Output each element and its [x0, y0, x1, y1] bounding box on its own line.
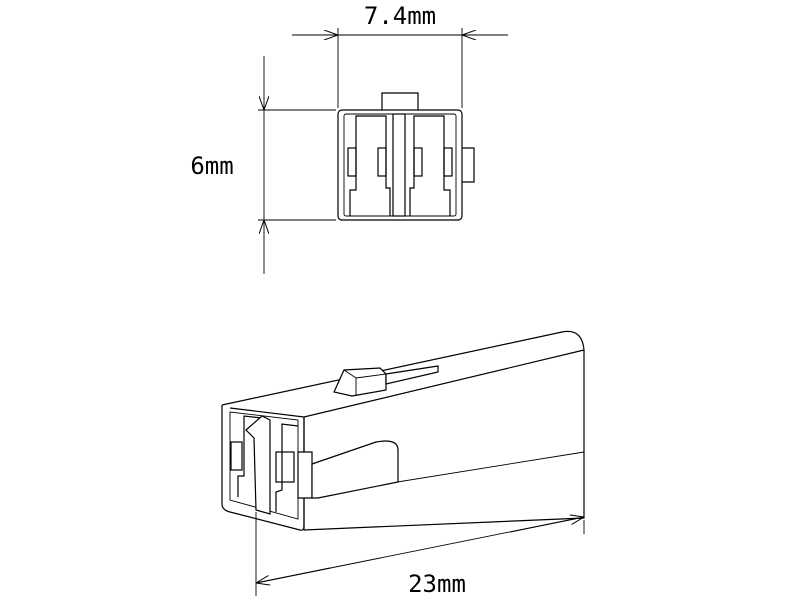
iso-side-rib: [311, 440, 399, 499]
length-arrow-right: [509, 517, 584, 533]
iso-latch-edge: [355, 373, 387, 379]
front-right-terminal-lance: [413, 147, 423, 177]
front-left-terminal-slot: [347, 147, 357, 177]
height-dimension: 6mm: [190, 56, 336, 274]
front-latch: [381, 92, 419, 110]
iso-right-cavity: [275, 423, 299, 512]
iso-latch-arm: [385, 365, 439, 385]
iso-center-divider: [245, 415, 271, 515]
length-dimension: 23mm: [256, 512, 584, 598]
width-dimension-label: 7.4mm: [364, 2, 436, 30]
iso-latch-body: [333, 367, 387, 397]
width-dimension: 7.4mm: [292, 2, 508, 108]
height-dimension-label: 6mm: [190, 152, 233, 180]
front-view: [337, 92, 475, 221]
front-center-divider: [392, 113, 406, 217]
length-arrow-left: [256, 567, 331, 583]
iso-left-terminal-slot: [230, 441, 243, 471]
iso-side-rib-edge: [297, 451, 313, 499]
isometric-view: [221, 330, 585, 531]
front-housing-outline: [337, 109, 463, 221]
front-inner-outline: [343, 113, 457, 217]
front-right-cavity: [409, 115, 451, 216]
front-side-bump: [462, 147, 475, 183]
front-left-cavity: [349, 115, 391, 216]
front-right-terminal-slot: [443, 147, 453, 177]
length-dimension-label: 23mm: [408, 570, 466, 598]
front-left-terminal-lance: [377, 147, 387, 177]
iso-front-inner-outline: [229, 411, 299, 520]
iso-right-terminal-lance: [275, 451, 295, 483]
iso-front-face: [221, 405, 305, 531]
iso-top-face: [221, 330, 585, 418]
